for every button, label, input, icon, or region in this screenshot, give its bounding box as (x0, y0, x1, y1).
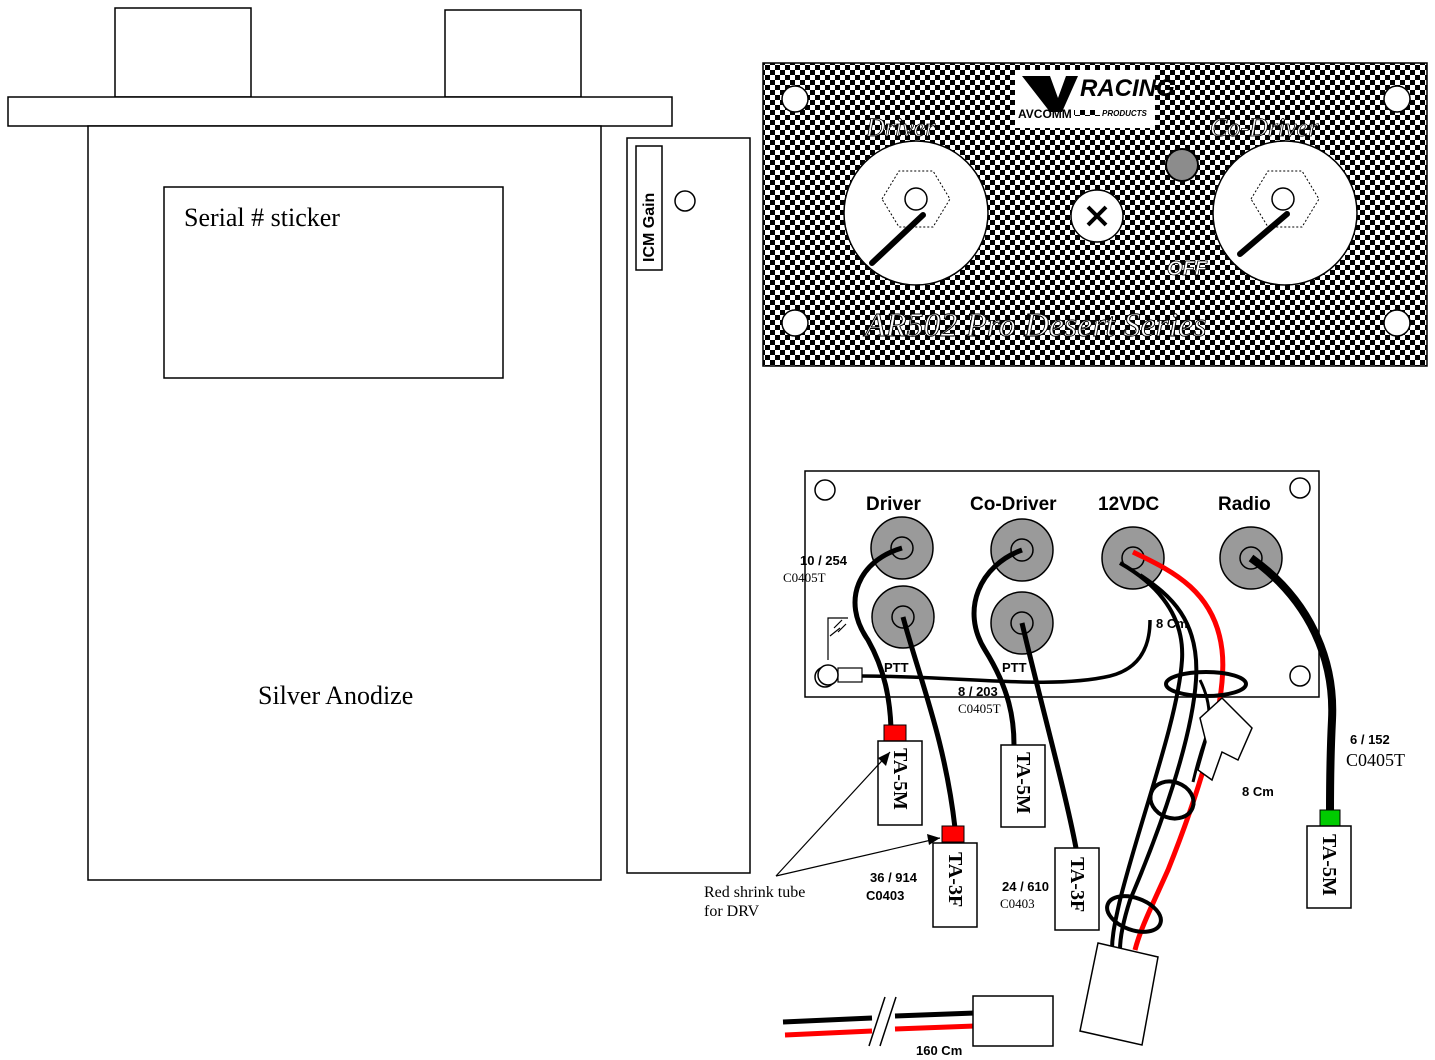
serial-sticker (163, 186, 504, 379)
supply-red-wire (784, 1023, 976, 1038)
logo-main-text: RACING (1080, 75, 1175, 102)
note-arrowhead-2 (927, 834, 940, 845)
icm-gain-pot[interactable] (674, 190, 696, 212)
ta5m-codriver-box (1000, 744, 1046, 828)
driver-long-cable (900, 616, 958, 829)
cable-tie (1148, 779, 1196, 821)
driver-volume-knob[interactable] (843, 140, 989, 286)
ta3f-driver-label: TA-3F (944, 852, 966, 907)
driver-short-part: C0405T (783, 570, 826, 585)
power-length: 160 Cm (916, 1043, 962, 1058)
fuse-length: 8 Cm (1242, 784, 1274, 799)
ta5m-radio-label: TA-5M (1318, 834, 1340, 896)
driver-short-cable (852, 545, 903, 729)
logo-checker-strip (1074, 110, 1100, 116)
jack-label-codriver: Co-Driver (970, 494, 1057, 515)
jack-label-12vdc: 12VDC (1098, 494, 1160, 515)
screw-hole (1383, 85, 1411, 113)
screw-hole (781, 85, 809, 113)
ptt-switch (817, 664, 839, 686)
red-tube-note: Red shrink tube for DRV (704, 751, 941, 920)
codriver-short-cable (971, 547, 1023, 746)
radio-cable (1248, 554, 1337, 813)
finish-label: Silver Anodize (258, 681, 413, 710)
short-8cm-label: 8 Cm (1156, 616, 1188, 631)
logo-icon (1022, 76, 1078, 112)
cable-labels: 10 / 254 C0405T 8 / 203 C0405T 8 Cm 6 / … (783, 553, 1405, 1058)
note-arrow-1 (775, 751, 891, 877)
mounting-flange (7, 96, 673, 127)
codriver-length: 24 / 610 (1002, 879, 1049, 894)
ground-symbol (827, 617, 848, 660)
radio-part: C0405T (1346, 750, 1405, 770)
connectors: TA-5M TA-3F TA-5M TA-3F TA-5M (877, 740, 1352, 931)
power-black-wire (1110, 561, 1185, 951)
driver-short-length: 10 / 254 (800, 553, 848, 568)
ptt-lead (840, 619, 1152, 684)
top-connector-left (114, 7, 252, 98)
ta3f-codriver-box (1054, 847, 1100, 931)
screw-hole (1383, 309, 1411, 337)
jack-label-radio: Radio (1218, 494, 1271, 515)
cables (782, 545, 1341, 1047)
codriver-part: C0403 (1000, 896, 1035, 911)
off-label: OFF (1167, 258, 1208, 280)
radio-length: 6 / 152 (1350, 732, 1390, 747)
codriver-knob-label: Co-Driver (1210, 113, 1319, 142)
break-mark (868, 996, 886, 1047)
icm-gain-label: ICM Gain (641, 193, 658, 262)
note-arrow-2 (775, 837, 941, 877)
ptt-length: 8 / 203 (958, 684, 998, 699)
note-line-2: for DRV (704, 903, 760, 920)
ta5m-radio-box (1306, 825, 1352, 909)
enclosure: Serial # sticker Silver Anodize ICM Gain (7, 7, 751, 881)
screw-hole (1289, 477, 1311, 499)
screw-hole (1289, 665, 1311, 687)
power-led (1165, 148, 1199, 182)
supply-black-wire (782, 1010, 976, 1025)
center-screw (1070, 189, 1124, 243)
ta3f-driver-box (932, 842, 978, 928)
ta3f-codriver-label: TA-3F (1066, 857, 1088, 912)
driver-knob-label: Driver (865, 113, 936, 142)
green-shrink-tube-radio (1319, 809, 1341, 827)
ptt-part: C0405T (958, 701, 1001, 716)
codriver-long-cable (1019, 622, 1079, 849)
rear-panel: Driver Co-Driver 12VDC Radio PTT PTT (804, 470, 1320, 698)
driver-long-length: 36 / 914 (870, 870, 918, 885)
break-mark (879, 996, 897, 1047)
codriver-volume-knob[interactable] (1212, 140, 1358, 286)
cable-tie (1164, 670, 1248, 698)
top-connector-right (444, 9, 582, 98)
note-line-1: Red shrink tube (704, 884, 805, 901)
screw-hole (781, 309, 809, 337)
cable-tie (1105, 894, 1163, 934)
series-label: AR502 Pro Desert Series (863, 307, 1207, 344)
jack-label-driver: Driver (866, 494, 922, 515)
power-connector (1079, 942, 1159, 1046)
fuse-holder (1197, 696, 1253, 782)
supply-plug (972, 995, 1054, 1047)
faceplate: RACING AVCOMM PRODUCTS Driver Co-Driver … (762, 62, 1428, 367)
screw-hole (814, 479, 836, 501)
note-arrowhead-1 (878, 752, 890, 766)
ptt-label-2: PTT (1002, 660, 1027, 675)
red-shrink-tube-driver-long (941, 825, 965, 843)
driver-long-part: C0403 (866, 888, 904, 903)
serial-sticker-label: Serial # sticker (184, 203, 340, 232)
power-black-wire-2 (1118, 573, 1199, 951)
logo-brand-text: AVCOMM (1018, 107, 1072, 121)
ptt-plug (837, 667, 863, 683)
icm-gain-label-box (635, 145, 663, 271)
logo-sub-text: PRODUCTS (1102, 109, 1148, 118)
jack-12vdc[interactable] (1101, 526, 1165, 590)
ta5m-codriver-label: TA-5M (1012, 752, 1034, 814)
ptt-label-1: PTT (884, 660, 909, 675)
ta5m-driver-label: TA-5M (889, 748, 911, 810)
red-shrink-tube-driver-short (883, 724, 907, 742)
